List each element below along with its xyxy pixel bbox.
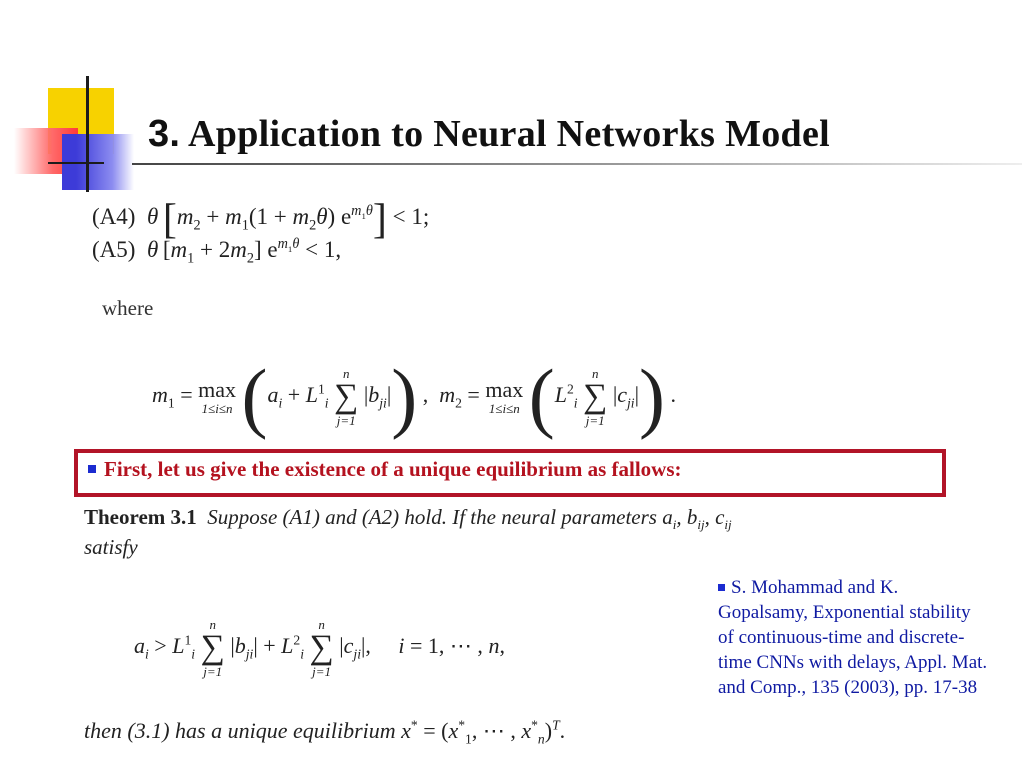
note-box <box>74 449 946 497</box>
title-underline <box>132 163 1022 165</box>
condition-a4: (A4) θ [m2 + m1(1 + m2θ) em1θ] < 1; <box>92 197 430 243</box>
note-text: First, let us give the existence of a un… <box>104 457 682 481</box>
condition-a5: (A5) θ [m1 + 2m2] em1θ < 1, <box>92 236 342 267</box>
condition-a5-label: (A5) <box>92 237 136 262</box>
slide-title: 3. Application to Neural Networks Model <box>148 112 830 156</box>
title-number: 3. <box>148 113 181 155</box>
title-text: Application to Neural Networks Model <box>188 113 830 155</box>
theorem-statement: Theorem 3.1 Suppose (A1) and (A2) hold. … <box>84 505 732 533</box>
condition-a4-label: (A4) <box>92 204 136 229</box>
where-label: where <box>102 296 154 320</box>
theorem-conclusion: then (3.1) has a unique equilibrium x* =… <box>84 717 566 747</box>
then-text: then (3.1) has a unique equilibrium <box>84 718 396 743</box>
bullet-icon <box>88 465 96 473</box>
decor-short-line <box>48 162 104 164</box>
theorem-label: Theorem 3.1 <box>84 505 197 529</box>
theorem-inequality: ai > L1i n∑j=1 |bji| + L2i n∑j=1 |cji|, … <box>134 617 505 679</box>
theorem-text-line2: satisfy <box>84 535 138 559</box>
note-line: First, let us give the existence of a un… <box>88 457 681 482</box>
decor-vertical-line <box>86 76 89 192</box>
bullet-icon <box>718 584 725 591</box>
reference-text: S. Mohammad and K. Gopalsamy, Exponentia… <box>718 577 988 698</box>
reference-note: S. Mohammad and K. Gopalsamy, Exponentia… <box>718 575 988 700</box>
theorem-text-line1: Suppose (A1) and (A2) hold. If the neura… <box>207 505 657 529</box>
